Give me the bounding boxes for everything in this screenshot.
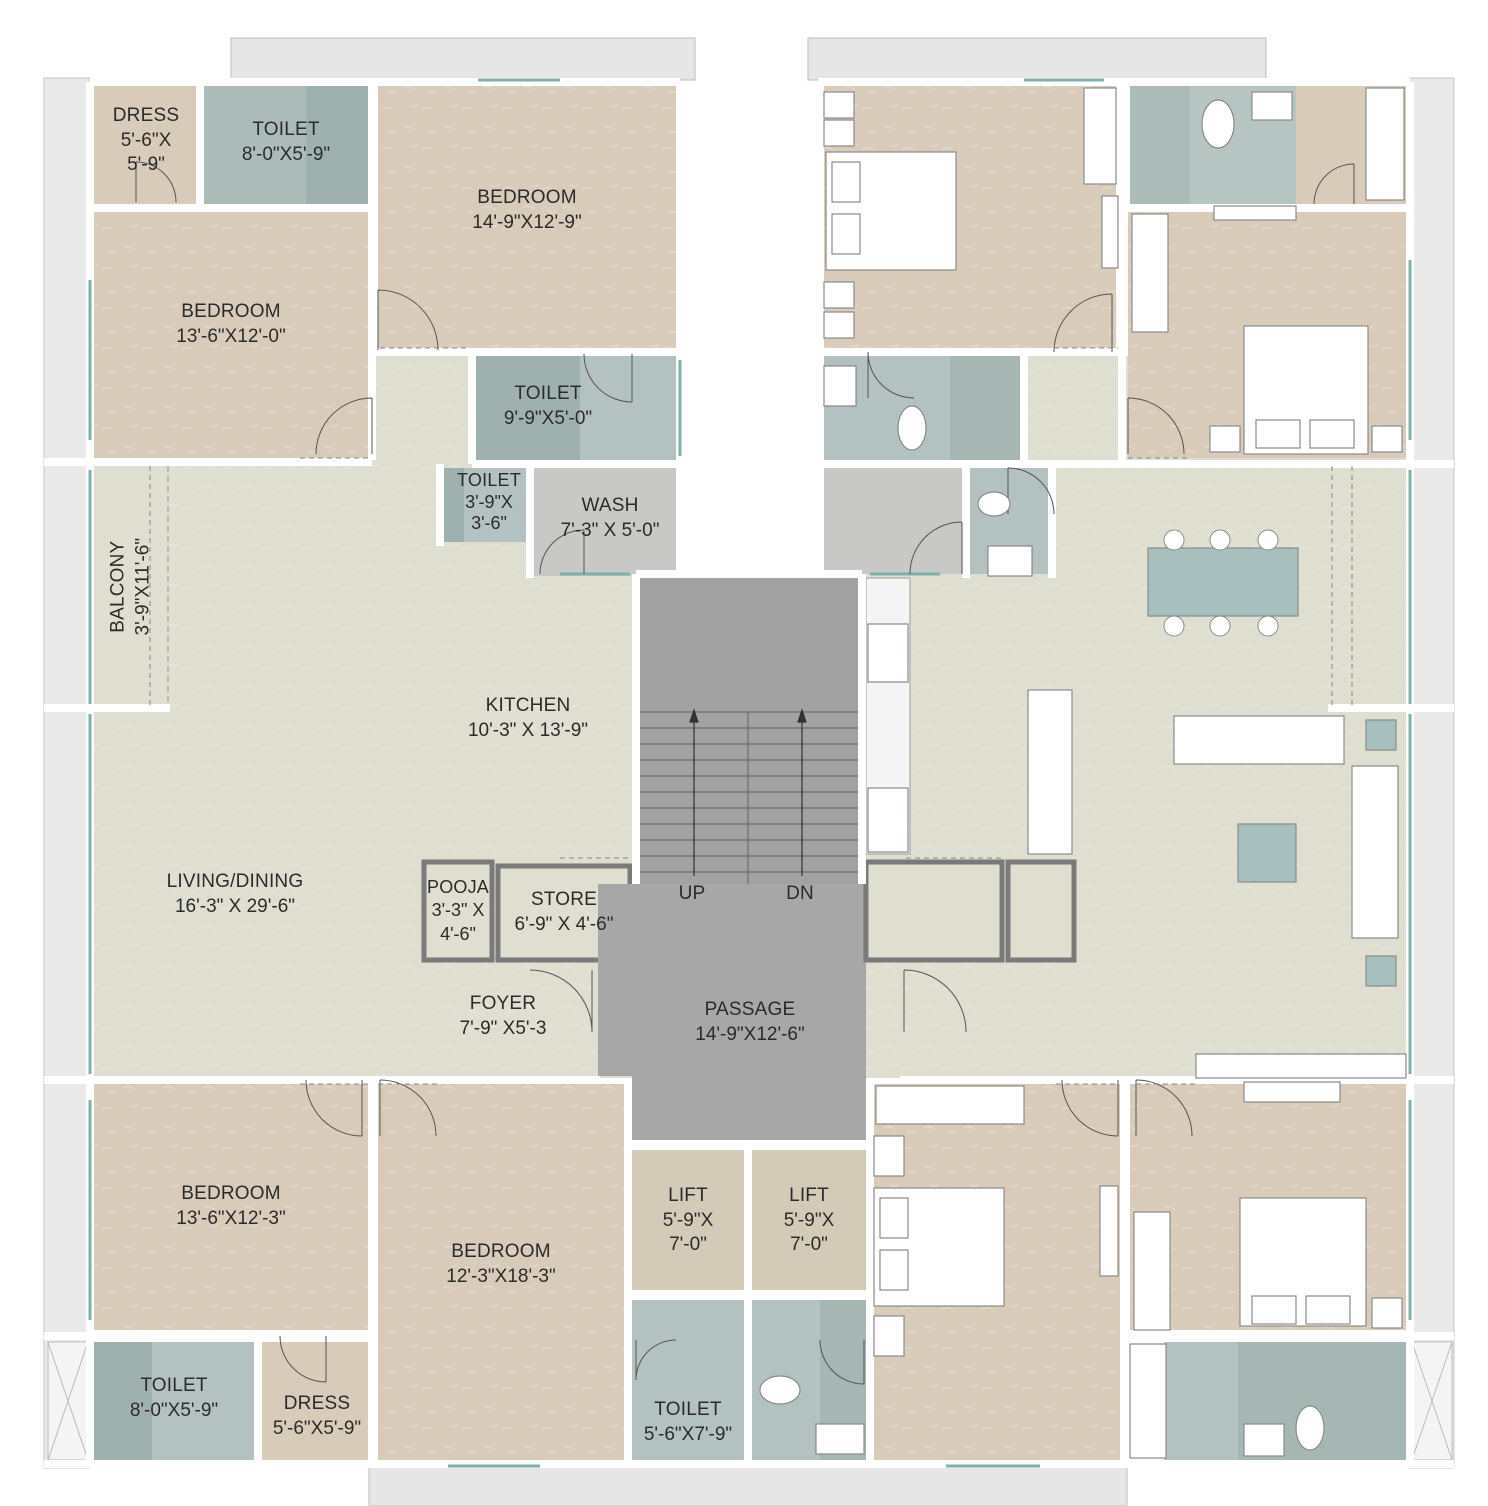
dress-tl-floor: [94, 86, 198, 204]
toilet-tl-label: TOILET 8'-0"X5'-9": [204, 118, 368, 167]
room-dim: 13'-6"X12'-3": [176, 1207, 286, 1229]
room-dim: 6'-9" X 4'-6": [514, 913, 614, 935]
room-name: BEDROOM: [181, 301, 281, 322]
walls: [44, 78, 1454, 1468]
room-dim: 3'-6": [471, 513, 507, 534]
room-name: TOILET: [457, 470, 521, 490]
room-dim: 7'-3" X 5'-0": [560, 519, 660, 541]
thresholds: [149, 347, 1353, 1085]
room-dim: 8'-0"X5'-9": [129, 1399, 219, 1421]
room-name: STORE: [530, 889, 598, 910]
top-frame-left: [230, 37, 696, 81]
lift-2-floor: [752, 1150, 866, 1290]
dining-chairs: [1163, 529, 1279, 637]
room-name: DRESS: [283, 1393, 351, 1414]
room-name: TOILET: [140, 1375, 208, 1396]
stair-up-label: UP: [678, 883, 706, 904]
room-dim: 3'-9"X11'-6": [132, 537, 153, 636]
room-name: KITCHEN: [485, 695, 571, 716]
pooja-label: POOJA 3'-3" X 4'-6": [420, 876, 496, 946]
room-dim: 7'-0": [790, 1234, 828, 1256]
room-dim: 9'-9"X5'-0": [503, 407, 593, 429]
room-dim: 5'-6"X5'-9": [272, 1417, 362, 1439]
lift-1-floor: [632, 1150, 744, 1290]
room-dim: 5'-6"X7'-9": [643, 1423, 733, 1445]
room-name: BEDROOM: [477, 187, 577, 208]
room-name: TOILET: [514, 383, 582, 404]
bottom-frame: [368, 1465, 1128, 1506]
passage-floor: [598, 884, 900, 1140]
room-name: POOJA: [426, 877, 489, 897]
bedroom-1-label: BEDROOM 14'-9"X12'-9": [378, 186, 676, 235]
room-dim: 8'-0"X5'-9": [241, 143, 331, 165]
room-dim: 14'-9"X12'-6": [695, 1023, 805, 1045]
top-frame-right: [807, 37, 1267, 81]
room-dim: 7'-9" X5'-3: [459, 1017, 547, 1039]
lift-1-label: LIFT 5'-9"X 7'-0": [632, 1184, 744, 1258]
room-name: BALCONY: [107, 540, 129, 633]
balcony-floor: [92, 466, 168, 706]
dress-tl-label: DRESS 5'-6"X 5'-9": [94, 104, 198, 178]
toilet-mid-label: TOILET 9'-9"X5'-0": [476, 382, 620, 431]
wash-floor: [534, 466, 676, 576]
bedroom-4-label: BEDROOM 12'-3"X18'-3": [378, 1240, 624, 1289]
toilet-bc-label: TOILET 5'-6"X7'-9": [632, 1398, 744, 1447]
room-name: LIFT: [789, 1185, 829, 1206]
door-swings: [135, 161, 1355, 1385]
room-name: LIFT: [668, 1185, 708, 1206]
room-dim: 5'-6"X: [120, 129, 172, 151]
room-dim: 3'-3" X: [431, 900, 485, 921]
room-dim: 13'-6"X12'-0": [176, 325, 286, 347]
room-name: FOYER: [469, 993, 537, 1014]
wash-label: WASH 7'-3" X 5'-0": [540, 494, 680, 543]
room-name: BEDROOM: [181, 1183, 281, 1204]
stair-arrows: [689, 708, 807, 876]
stair-treads: [640, 711, 858, 884]
room-dim: 5'-9": [127, 154, 165, 176]
living-label: LIVING/DINING 16'-3" X 29'-6": [120, 870, 350, 919]
room-dim: 4'-6": [440, 923, 476, 944]
lift-2-label: LIFT 5'-9"X 7'-0": [752, 1184, 866, 1258]
room-dim: 16'-3" X 29'-6": [174, 895, 296, 917]
room-name: LIVING/DINING: [166, 871, 304, 892]
room-name: WASH: [581, 495, 639, 516]
toilet-small-label: TOILET 3'-9"X 3'-6": [444, 470, 534, 535]
room-dim: 12'-3"X18'-3": [446, 1265, 556, 1287]
left-band: [43, 77, 91, 1469]
room-dim: 7'-0": [669, 1234, 707, 1256]
dress-bl-label: DRESS 5'-6"X5'-9": [262, 1392, 372, 1441]
bedroom-2-label: BEDROOM 13'-6"X12'-0": [94, 300, 368, 349]
store-label: STORE 6'-9" X 4'-6": [498, 888, 630, 937]
passage-label: PASSAGE 14'-9"X12'-6": [640, 998, 860, 1047]
room-name: DRESS: [112, 105, 180, 126]
room-dim: 10'-3" X 13'-9": [467, 719, 589, 741]
room-name: TOILET: [252, 119, 320, 140]
toilet-bc-floor: [632, 1300, 744, 1460]
glazing: [88, 78, 1412, 1468]
balcony-label: BALCONY 3'-9"X11'-6": [106, 482, 155, 692]
room-dim: 14'-9"X12'-9": [472, 211, 582, 233]
room-dim: 5'-9"X: [662, 1209, 714, 1231]
toilet-bl-label: TOILET 8'-0"X5'-9": [92, 1374, 256, 1423]
bedroom-3-label: BEDROOM 13'-6"X12'-3": [94, 1182, 368, 1231]
room-name: BEDROOM: [451, 1241, 551, 1262]
room-dim: 5'-9"X: [783, 1209, 835, 1231]
foyer-label: FOYER 7'-9" X5'-3: [436, 992, 570, 1041]
kitchen-label: KITCHEN 10'-3" X 13'-9": [418, 694, 638, 743]
pooja-floor: [421, 859, 495, 963]
room-name: TOILET: [654, 1399, 722, 1420]
stair-floor: [640, 578, 858, 884]
right-band: [1407, 77, 1455, 1469]
room-dim: 3'-9"X: [465, 491, 513, 512]
room-name: PASSAGE: [704, 999, 796, 1020]
dress-bl-floor: [262, 1342, 368, 1460]
stair-dn-label: DN: [786, 883, 814, 904]
furniture: [759, 87, 1407, 1459]
